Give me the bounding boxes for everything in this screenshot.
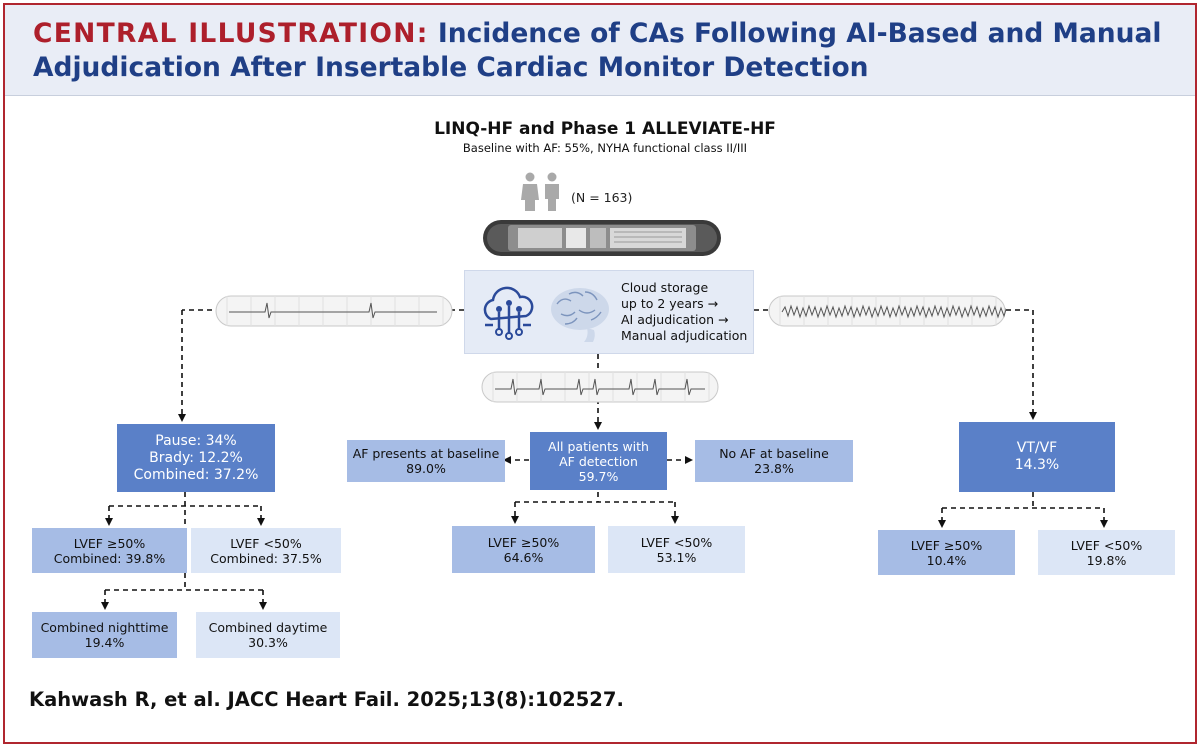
combined-nighttime-label: Combined nighttime [40,620,169,635]
no-af-baseline-box: No AF at baseline 23.8% [695,440,853,482]
left-lvef-high-label: LVEF ≥50% [73,535,146,551]
cardiac-monitor-device-icon [483,220,721,256]
af-baseline-box: AF presents at baseline 89.0% [347,440,505,482]
cloud-storage-text: Cloud storage up to 2 years → AI adjudic… [621,280,747,344]
combined-rate: Combined: 37.2% [133,466,259,483]
ecg-strip-vt-vf-icon [768,295,1006,327]
pause-brady-box: Pause: 34% Brady: 12.2% Combined: 37.2% [117,424,275,492]
ecg-strip-pause-icon [215,295,453,327]
right-lvef-high-value: 10.4% [926,552,967,568]
patient-count: (N = 163) [571,190,633,205]
illustration-title: CENTRAL ILLUSTRATION: Incidence of CAs F… [33,17,1183,85]
middle-lvef-high-value: 64.6% [503,549,544,565]
af-detection-line-2: AF detection [559,453,638,469]
baseline-info: Baseline with AF: 55%, NYHA functional c… [462,141,748,155]
vt-vf-box: VT/VF 14.3% [959,422,1115,492]
no-af-baseline-label: No AF at baseline [719,446,829,461]
illustration-label: CENTRAL ILLUSTRATION: [33,18,429,49]
pause-rate: Pause: 34% [155,432,237,449]
vt-vf-rate: 14.3% [1014,457,1060,473]
combined-nighttime-box: Combined nighttime 19.4% [32,612,177,658]
ecg-strip-af-icon [481,371,719,403]
study-name: LINQ-HF and Phase 1 ALLEVIATE-HF [434,119,776,139]
cloud-storage-line-1: Cloud storage [621,280,709,295]
cloud-storage-line-2: up to 2 years → [621,296,719,311]
left-lvef-low-box: LVEF <50% Combined: 37.5% [191,528,341,573]
combined-nighttime-value: 19.4% [84,635,125,650]
cloud-storage-panel: Cloud storage up to 2 years → AI adjudic… [464,270,754,354]
left-lvef-high-box: LVEF ≥50% Combined: 39.8% [32,528,187,573]
af-detection-box: All patients with AF detection 59.7% [530,432,667,490]
title-line-2: Adjudication After Insertable Cardiac Mo… [33,52,869,83]
brain-icon [551,288,609,342]
af-baseline-label: AF presents at baseline [352,446,500,461]
middle-lvef-low-value: 53.1% [656,549,697,565]
patients-icon [521,172,559,211]
cloud-storage-line-4: Manual adjudication [621,328,748,343]
middle-lvef-low-box: LVEF <50% 53.1% [608,526,745,573]
title-line-1: Incidence of CAs Following AI-Based and … [437,18,1162,49]
af-baseline-value: 89.0% [406,461,446,476]
vt-vf-label: VT/VF [1016,440,1058,456]
right-lvef-high-box: LVEF ≥50% 10.4% [878,530,1015,575]
combined-daytime-label: Combined daytime [208,620,328,635]
af-detection-line-1: All patients with [548,438,649,454]
middle-lvef-high-label: LVEF ≥50% [487,534,560,550]
central-illustration: CENTRAL ILLUSTRATION: Incidence of CAs F… [3,3,1197,744]
left-lvef-low-label: LVEF <50% [230,535,302,551]
left-lvef-low-value: Combined: 37.5% [210,550,322,566]
right-lvef-high-label: LVEF ≥50% [910,537,983,553]
header: CENTRAL ILLUSTRATION: Incidence of CAs F… [5,5,1195,96]
right-lvef-low-label: LVEF <50% [1070,537,1143,553]
middle-lvef-high-box: LVEF ≥50% 64.6% [452,526,595,573]
combined-daytime-box: Combined daytime 30.3% [196,612,340,658]
brady-rate: Brady: 12.2% [149,449,243,466]
cloud-storage-line-3: AI adjudication → [621,312,729,327]
combined-daytime-value: 30.3% [248,635,288,650]
ai-cloud-icon [483,286,534,340]
right-lvef-low-box: LVEF <50% 19.8% [1038,530,1175,575]
left-lvef-high-value: Combined: 39.8% [53,550,166,566]
af-detection-rate: 59.7% [578,468,619,484]
right-lvef-low-value: 19.8% [1086,552,1127,568]
citation: Kahwash R, et al. JACC Heart Fail. 2025;… [29,688,624,711]
middle-lvef-low-label: LVEF <50% [640,534,713,550]
no-af-baseline-value: 23.8% [754,461,794,476]
